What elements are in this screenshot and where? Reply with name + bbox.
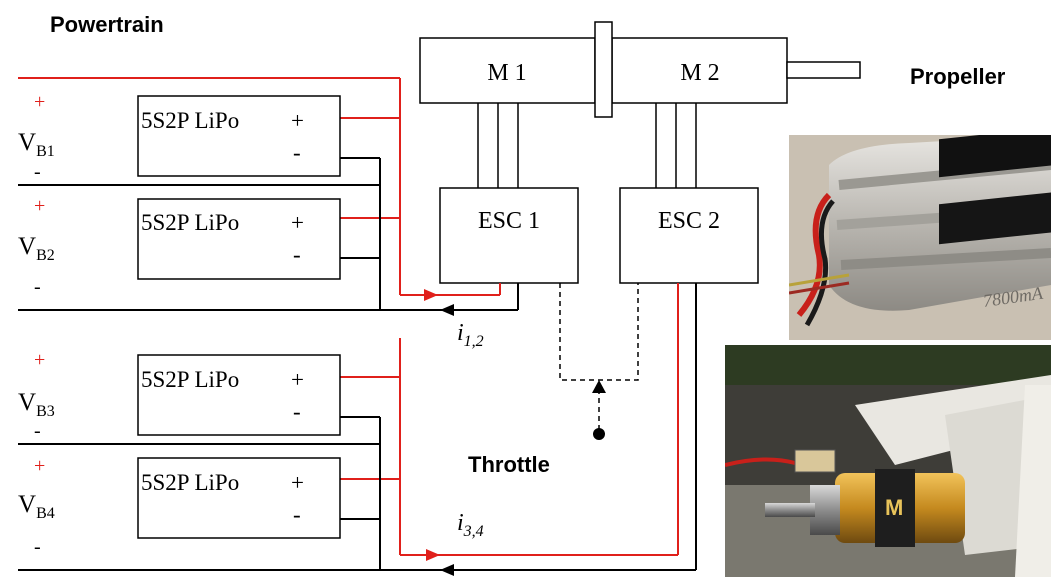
current-1-2-sub: 1,2 bbox=[464, 333, 484, 350]
esc-block: ESC 1 ESC 2 bbox=[439, 187, 759, 284]
battery-4-voltage-base: V bbox=[18, 491, 36, 518]
current-3-4-sub: 3,4 bbox=[463, 523, 484, 540]
battery-3-voltage: VB3 bbox=[18, 389, 55, 420]
motor-2-label: M 2 bbox=[680, 60, 719, 86]
battery-2-box bbox=[137, 198, 341, 280]
negative-bus-1 bbox=[18, 157, 519, 311]
battery-2-terminal-minus: - bbox=[34, 276, 41, 298]
battery-3-plus: + bbox=[291, 367, 304, 392]
battery-3-terminal-plus: + bbox=[34, 349, 45, 371]
current-arrow-out-2 bbox=[426, 549, 440, 561]
battery-4-minus: - bbox=[293, 502, 301, 527]
motor-2-box bbox=[611, 37, 788, 104]
battery-2-voltage-base: V bbox=[18, 233, 36, 260]
battery-1-box bbox=[137, 95, 341, 177]
battery-3: 5S2P LiPo + - + VB3 - bbox=[18, 349, 341, 442]
esc-1-box bbox=[439, 187, 579, 284]
battery-group-1 bbox=[18, 77, 519, 316]
battery-2-plus: + bbox=[291, 210, 304, 235]
battery-1-voltage: VB1 bbox=[18, 129, 55, 160]
battery-4-plus: + bbox=[291, 470, 304, 495]
battery-4-voltage-sub: B4 bbox=[36, 505, 55, 522]
shaft-coupler bbox=[594, 21, 613, 118]
battery-3-terminal-minus: - bbox=[34, 420, 41, 442]
esc-1-label: ESC 1 bbox=[478, 208, 540, 234]
throttle-signal bbox=[559, 283, 639, 430]
motor-1-box bbox=[419, 37, 596, 104]
battery-2-minus: - bbox=[293, 242, 301, 267]
battery-3-pack: 5S2P LiPo bbox=[141, 367, 239, 392]
battery-4-terminal-plus: + bbox=[34, 455, 45, 477]
battery-4: 5S2P LiPo + - + VB4 - bbox=[18, 455, 341, 558]
current-3-4-base: i bbox=[457, 510, 464, 536]
negative-bus-2 bbox=[18, 283, 697, 571]
battery-4-box bbox=[137, 457, 341, 539]
battery-group-2 bbox=[18, 283, 697, 576]
current-label-3-4: i3,4 bbox=[457, 510, 484, 540]
battery-1: 5S2P LiPo + - + VB1 - bbox=[18, 91, 341, 183]
battery-4-terminal-minus: - bbox=[34, 536, 41, 558]
battery-2-pack: 5S2P LiPo bbox=[141, 210, 239, 235]
battery-3-box bbox=[137, 354, 341, 436]
battery-1-terminal-minus: - bbox=[34, 161, 41, 183]
phase-wires bbox=[477, 103, 697, 188]
battery-1-terminal-plus: + bbox=[34, 91, 45, 113]
battery-3-voltage-sub: B3 bbox=[36, 403, 55, 420]
battery-1-voltage-sub: B1 bbox=[36, 143, 55, 160]
propeller-label: Propeller bbox=[910, 64, 1006, 89]
current-arrow-in-2 bbox=[440, 564, 454, 576]
positive-bus-2 bbox=[340, 283, 679, 556]
esc-2-label: ESC 2 bbox=[658, 208, 720, 234]
battery-4-voltage: VB4 bbox=[18, 491, 55, 522]
throttle-arrow bbox=[592, 380, 606, 393]
battery-1-minus: - bbox=[293, 140, 301, 165]
battery-3-voltage-base: V bbox=[18, 389, 36, 416]
current-1-2-base: i bbox=[457, 320, 464, 346]
battery-4-pack: 5S2P LiPo bbox=[141, 470, 239, 495]
motor-photo-label: M bbox=[885, 495, 903, 520]
current-label-1-2: i1,2 bbox=[457, 320, 484, 350]
propeller-shaft bbox=[786, 61, 861, 79]
battery-2-voltage-sub: B2 bbox=[36, 247, 55, 264]
esc-2-box bbox=[619, 187, 759, 284]
motor-photo-art: M bbox=[725, 345, 1051, 577]
motor-photo: M bbox=[725, 345, 1051, 577]
current-arrow-in-1 bbox=[440, 304, 454, 316]
battery-1-voltage-base: V bbox=[18, 129, 36, 156]
battery-3-minus: - bbox=[293, 399, 301, 424]
throttle-label: Throttle bbox=[468, 452, 550, 477]
motor-block: M 1 M 2 bbox=[419, 21, 861, 118]
diagram-title: Powertrain bbox=[50, 12, 164, 37]
battery-1-pack: 5S2P LiPo bbox=[141, 108, 239, 133]
throttle-input-dot bbox=[593, 428, 605, 440]
battery-1-plus: + bbox=[291, 108, 304, 133]
battery-photo-art: 7800mA bbox=[789, 135, 1051, 340]
battery-2: 5S2P LiPo + - + VB2 - bbox=[18, 195, 341, 298]
battery-photo: 7800mA bbox=[789, 135, 1051, 340]
battery-2-voltage: VB2 bbox=[18, 233, 55, 264]
battery-2-terminal-plus: + bbox=[34, 195, 45, 217]
current-arrow-out-1 bbox=[424, 289, 438, 301]
motor-1-label: M 1 bbox=[487, 60, 526, 86]
